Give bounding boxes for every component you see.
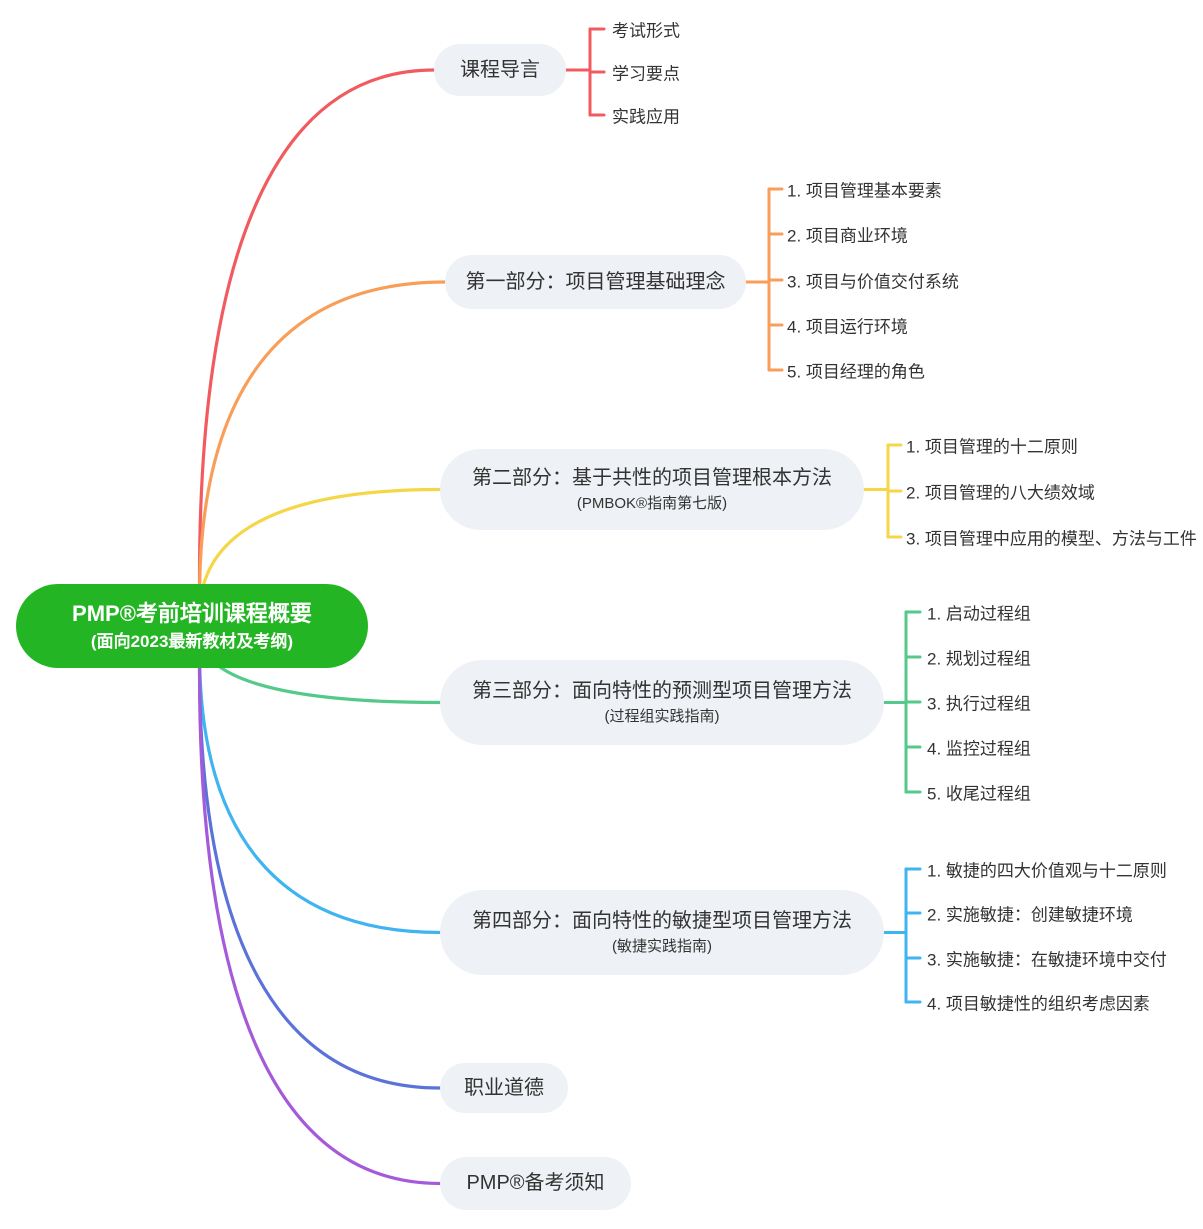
child-item[interactable]: 3. 项目管理中应用的模型、方法与工件: [906, 529, 1197, 549]
child-item[interactable]: 3. 项目与价值交付系统: [787, 272, 959, 292]
branch-label: 职业道德: [464, 1076, 544, 1099]
branch-part2-node[interactable]: 第二部分：基于共性的项目管理根本方法 (PMBOK®指南第七版): [440, 449, 864, 530]
branch-label: 第二部分：基于共性的项目管理根本方法: [472, 467, 832, 489]
edge-curve: [197, 624, 442, 935]
child-item[interactable]: 1. 项目管理的十二原则: [906, 437, 1078, 457]
child-item[interactable]: 3. 实施敏捷：在敏捷环境中交付: [927, 950, 1167, 970]
edge-curve: [197, 68, 436, 628]
child-item[interactable]: 4. 监控过程组: [927, 739, 1031, 759]
branch-label: PMP®备考须知: [466, 1172, 605, 1194]
child-item[interactable]: 5. 项目经理的角色: [787, 362, 925, 382]
child-item[interactable]: 2. 项目管理的八大绩效域: [906, 483, 1095, 503]
edge-curve: [197, 624, 442, 1186]
child-item[interactable]: 1. 启动过程组: [927, 604, 1031, 624]
branch-label: 第一部分：项目管理基础理念: [465, 270, 726, 293]
root-node[interactable]: PMP®考前培训课程概要 (面向2023最新教材及考纲): [16, 584, 368, 668]
branch-pmp-exam-notes-node[interactable]: PMP®备考须知: [440, 1157, 631, 1210]
child-item[interactable]: 实践应用: [612, 107, 680, 127]
edge-curve: [197, 280, 447, 628]
branch-part1-node[interactable]: 第一部分：项目管理基础理念: [445, 255, 746, 309]
child-item[interactable]: 2. 规划过程组: [927, 649, 1031, 669]
branch-label: 课程导言: [460, 58, 540, 81]
branch-subtitle: (PMBOK®指南第七版): [576, 495, 728, 512]
child-item[interactable]: 2. 项目商业环境: [787, 226, 908, 246]
child-item[interactable]: 2. 实施敏捷：创建敏捷环境: [927, 905, 1133, 925]
branch-part4-node[interactable]: 第四部分：面向特性的敏捷型项目管理方法 (敏捷实践指南): [440, 890, 884, 975]
branch-course-intro-node[interactable]: 课程导言: [434, 44, 566, 96]
branch-subtitle: (过程组实践指南): [604, 708, 720, 725]
branch-label: 第四部分：面向特性的敏捷型项目管理方法: [472, 910, 852, 932]
root-title: PMP®考前培训课程概要: [72, 601, 312, 627]
child-item[interactable]: 学习要点: [612, 64, 680, 84]
child-item[interactable]: 考试形式: [612, 21, 680, 41]
branch-professional-ethics-node[interactable]: 职业道德: [440, 1063, 568, 1113]
branch-subtitle: (敏捷实践指南): [612, 938, 712, 955]
branch-label: 第三部分：面向特性的预测型项目管理方法: [472, 680, 852, 702]
child-item[interactable]: 4. 项目敏捷性的组织考虑因素: [927, 994, 1150, 1014]
root-subtitle: (面向2023最新教材及考纲): [90, 631, 294, 651]
child-item[interactable]: 4. 项目运行环境: [787, 317, 908, 337]
child-item[interactable]: 3. 执行过程组: [927, 694, 1031, 714]
branch-part3-node[interactable]: 第三部分：面向特性的预测型项目管理方法 (过程组实践指南): [440, 660, 884, 745]
child-item[interactable]: 1. 敏捷的四大价值观与十二原则: [927, 861, 1167, 881]
child-item[interactable]: 5. 收尾过程组: [927, 784, 1031, 804]
child-item[interactable]: 1. 项目管理基本要素: [787, 181, 942, 201]
